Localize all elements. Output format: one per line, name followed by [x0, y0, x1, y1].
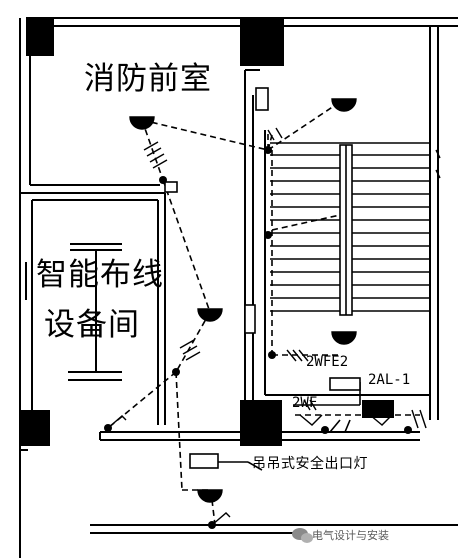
- wiring-routes: [107, 101, 420, 526]
- circuit-tag-2wf: 2WF: [292, 395, 318, 411]
- switch-glyphs: [107, 127, 441, 526]
- conductor-ticks: [143, 141, 317, 411]
- exit-sign-note: 吊吊式安全出口灯: [252, 456, 368, 472]
- devices: [164, 87, 361, 469]
- columns: [20, 18, 394, 446]
- watermark-text: 电气设计与安装: [312, 529, 389, 542]
- wechat-icon: [292, 528, 313, 543]
- wiring-room-label-line2: 设备间: [44, 307, 140, 343]
- staircase: [270, 142, 430, 316]
- circuit-tag-2wfe2: 2WFE2: [306, 354, 349, 370]
- equipment-rack: [25, 243, 122, 381]
- circuit-tag-2al1: 2AL-1: [368, 372, 411, 388]
- ceiling-lamps: [129, 98, 357, 503]
- front-room-label: 消防前室: [84, 61, 212, 97]
- wiring-room-label-line1: 智能布线: [36, 257, 164, 293]
